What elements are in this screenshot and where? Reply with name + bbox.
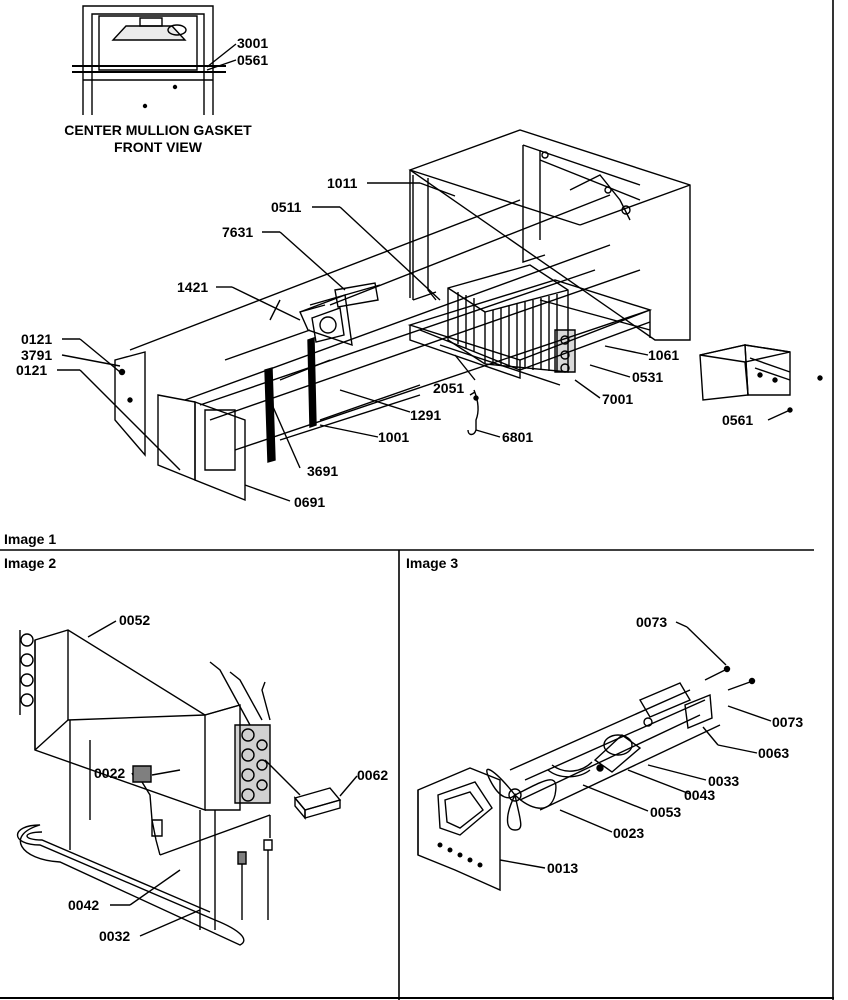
section-label-image3: Image 3: [406, 555, 459, 571]
part-label: 7631: [222, 224, 254, 240]
part-label: 0013: [547, 860, 579, 876]
part-label: 1061: [648, 347, 680, 363]
part-label: 0073: [636, 614, 668, 630]
part-label: 0531: [632, 369, 664, 385]
part-label: 1001: [378, 429, 410, 445]
part-label: 0042: [68, 897, 100, 913]
part-label: 1291: [410, 407, 442, 423]
part-label: 0511: [271, 199, 302, 215]
part-label: 1421: [177, 279, 209, 295]
part-label: 0561: [722, 412, 754, 428]
image1-ducts: [115, 300, 420, 500]
image1-damper-wire: [468, 390, 478, 435]
part-label: 0121: [21, 331, 53, 347]
part-label: 0022: [94, 765, 126, 781]
inset-caption-line1: CENTER MULLION GASKET: [64, 122, 252, 138]
image1-evaporator: [440, 265, 575, 385]
part-label: 0043: [684, 787, 716, 803]
part-label: 0073: [772, 714, 804, 730]
part-label: 0032: [99, 928, 131, 944]
part-label: 7001: [602, 391, 634, 407]
part-label: 6801: [502, 429, 534, 445]
part-label: 0063: [758, 745, 790, 761]
part-label: 1011: [327, 175, 358, 191]
image2-leaders: [88, 621, 357, 936]
part-label: 0121: [16, 362, 48, 378]
part-label: 0033: [708, 773, 740, 789]
mullion-gasket-drawing: [72, 6, 236, 115]
part-label: 0561: [237, 52, 269, 68]
part-label: 3791: [21, 347, 53, 363]
inset-caption: CENTER MULLION GASKET FRONT VIEW: [40, 122, 276, 156]
image1-leaders: [57, 183, 790, 501]
part-label: 0691: [294, 494, 326, 510]
section-label-image1: Image 1: [4, 531, 57, 547]
part-label: 0023: [613, 825, 645, 841]
part-label: 0053: [650, 804, 682, 820]
section-label-image2: Image 2: [4, 555, 57, 571]
inset-caption-line2: FRONT VIEW: [114, 139, 202, 155]
image2-condenser: [18, 630, 341, 945]
image3-fan-assembly: [418, 667, 755, 891]
part-label: 3691: [307, 463, 339, 479]
image1-fan-bracket: [300, 283, 380, 345]
part-label: 0062: [357, 767, 389, 783]
image3-leaders: [500, 622, 771, 868]
image1-icemaker: [700, 345, 822, 412]
part-label: 0052: [119, 612, 151, 628]
part-label: 3001: [237, 35, 269, 51]
part-label: 2051: [433, 380, 465, 396]
